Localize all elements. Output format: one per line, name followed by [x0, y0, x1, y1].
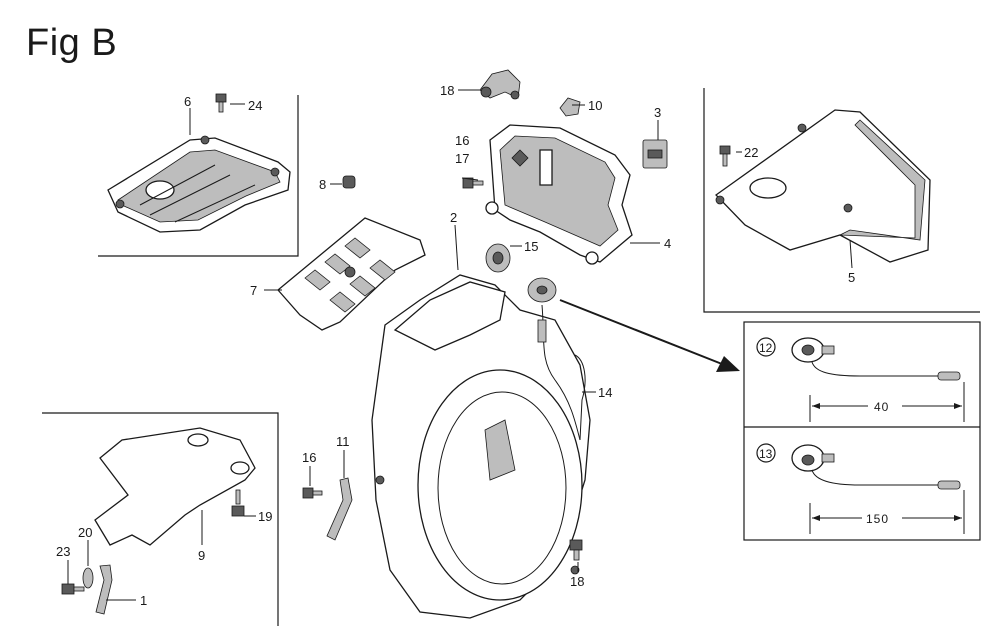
callout-18-top: 18 — [440, 83, 454, 98]
frame-inset — [743, 321, 981, 541]
callout-11: 11 — [336, 434, 350, 449]
inset-option-13: 13 150 — [756, 443, 965, 534]
leader-lines — [67, 89, 853, 601]
callout-7: 7 — [250, 283, 257, 298]
callout-15: 15 — [524, 239, 538, 254]
part-19-bolt — [231, 489, 245, 517]
part-11-clamp — [326, 477, 353, 541]
part-switch — [527, 277, 557, 303]
part-14-lead-wire — [537, 304, 586, 441]
callout-16-top: 16 — [455, 133, 469, 148]
figure-title: Fig B — [26, 22, 118, 64]
callout-5: 5 — [848, 270, 855, 285]
callout-1: 1 — [140, 593, 147, 608]
callout-18-bottom: 18 — [570, 574, 584, 589]
part-18-clip-top — [479, 69, 521, 100]
part-9-plate — [94, 427, 256, 546]
callout-20: 20 — [78, 525, 92, 540]
callout-2: 2 — [450, 210, 457, 225]
part-7-grid-plate — [277, 217, 426, 331]
part-16-17-bolt — [462, 177, 484, 189]
callout-4: 4 — [664, 236, 671, 251]
frame-top-right — [703, 88, 980, 313]
frame-bottom-left — [42, 412, 279, 626]
inset-13-number: 13 — [759, 447, 773, 461]
inset-12-dimension: 40 — [874, 400, 889, 414]
callout-8: 8 — [319, 177, 326, 192]
inset-13-dimension: 150 — [866, 512, 889, 526]
callout-17: 17 — [455, 151, 469, 166]
part-23-bolt — [61, 583, 85, 595]
part-15-grommet — [485, 243, 511, 273]
frame-top-left — [98, 95, 299, 257]
part-18-bolt-bottom — [569, 539, 583, 561]
part-4-fan-cover — [485, 124, 633, 265]
arrow-to-inset — [559, 299, 740, 372]
part-6-top-cover — [107, 135, 291, 233]
callout-19: 19 — [258, 509, 272, 524]
callout-9: 9 — [198, 548, 205, 563]
callout-10: 10 — [588, 98, 602, 113]
callout-24: 24 — [248, 98, 262, 113]
inset-12-number: 12 — [759, 341, 773, 355]
inset-option-12: 12 40 — [756, 337, 965, 422]
callout-6: 6 — [184, 94, 191, 109]
part-24-bolt — [215, 93, 227, 113]
part-20-washer — [82, 567, 94, 589]
part-10-grommet — [559, 97, 581, 117]
part-3-tab — [642, 139, 668, 169]
callout-22: 22 — [744, 145, 758, 160]
part-16-bolt-bottom — [302, 487, 323, 499]
part-1-clamp — [95, 564, 113, 615]
part-22-bolt — [719, 145, 731, 167]
callout-16-bottom: 16 — [302, 450, 316, 465]
part-8-nut — [342, 175, 356, 189]
callout-3: 3 — [654, 105, 661, 120]
part-2-fan-shroud — [371, 274, 591, 619]
callout-23: 23 — [56, 544, 70, 559]
part-5-cover — [715, 109, 931, 263]
callout-14: 14 — [598, 385, 612, 400]
